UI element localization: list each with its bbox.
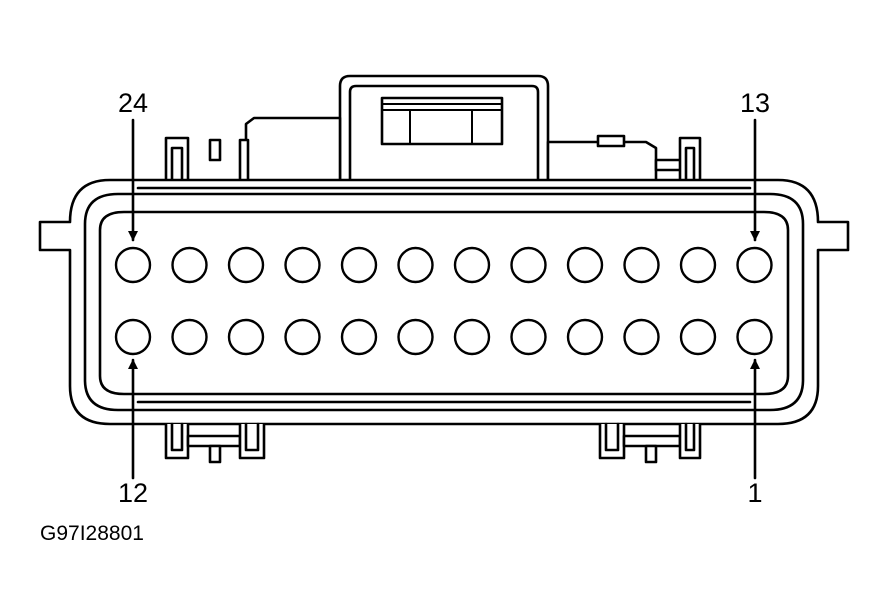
pin-array bbox=[114, 246, 773, 356]
pin-cavity bbox=[340, 246, 378, 284]
top-left-shoulder bbox=[164, 116, 342, 185]
connector-body bbox=[38, 178, 850, 426]
label-pin-12: 12 bbox=[118, 478, 148, 508]
pin-cavity bbox=[736, 246, 773, 284]
pin-cavity bbox=[340, 318, 378, 356]
pin-cavity bbox=[227, 318, 265, 356]
pin-cavity bbox=[566, 246, 604, 284]
pin-cavity bbox=[679, 246, 717, 284]
pin-cavity bbox=[397, 318, 434, 356]
pin-arrows bbox=[128, 118, 760, 480]
pin-cavity bbox=[227, 246, 265, 284]
label-pin-24: 24 bbox=[118, 88, 148, 118]
pin-cavity bbox=[284, 318, 321, 356]
pin-cavity bbox=[679, 318, 717, 356]
pin-cavity bbox=[453, 318, 491, 356]
pin-cavity bbox=[114, 246, 152, 284]
pin-cavity bbox=[171, 318, 208, 356]
pin-cavity bbox=[284, 246, 321, 284]
pin-cavity bbox=[623, 318, 660, 356]
label-pin-13: 13 bbox=[740, 88, 770, 118]
pin-cavity bbox=[397, 246, 434, 284]
pin-cavity bbox=[623, 246, 660, 284]
pin-cavity bbox=[171, 246, 208, 284]
pin-cavity bbox=[453, 246, 491, 284]
pin-cavity bbox=[566, 318, 604, 356]
label-pin-1: 1 bbox=[747, 478, 762, 508]
bottom-left-latch bbox=[164, 422, 266, 464]
pin-cavity bbox=[510, 318, 547, 356]
pin-cavity bbox=[736, 318, 773, 356]
figure-code: G97I28801 bbox=[40, 522, 144, 545]
bottom-right-latch bbox=[598, 422, 702, 464]
pin-cavity bbox=[114, 318, 152, 356]
pin-cavity bbox=[510, 246, 547, 284]
top-right-shoulder bbox=[546, 134, 702, 185]
top-latch bbox=[338, 74, 550, 185]
